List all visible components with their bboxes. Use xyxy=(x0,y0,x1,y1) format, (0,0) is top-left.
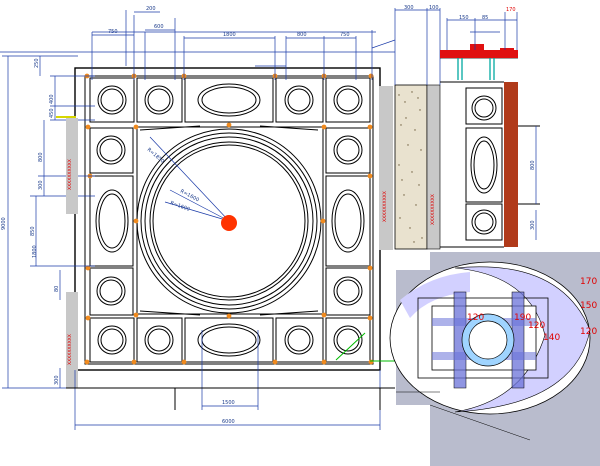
side-dim-5: 800 xyxy=(38,152,44,162)
strip-label-2: XXXXXXXXXX xyxy=(67,334,73,365)
coffer-circle xyxy=(333,85,363,115)
dome-ring xyxy=(152,144,306,298)
section-label-1: 170 xyxy=(580,277,597,287)
panel-right-1 xyxy=(325,127,371,174)
panel-left-1 xyxy=(89,127,134,174)
right-dim-5: 170 xyxy=(506,7,516,13)
center-light-dot xyxy=(221,215,237,231)
bottom-dimension-lines xyxy=(74,330,381,430)
right-elevation: 150 85 170 800 300 xyxy=(440,7,540,248)
section-label-5: 190 xyxy=(514,313,531,323)
coffer-oval xyxy=(95,189,129,253)
side-dim-8: 1800 xyxy=(32,245,38,258)
panel-left-2 xyxy=(89,175,134,267)
coffer-circle xyxy=(333,276,363,306)
coffer-circle xyxy=(97,325,127,355)
side-dim-total: 9000 xyxy=(1,217,7,230)
panel-top-2 xyxy=(136,77,183,123)
coffer-circle xyxy=(333,135,363,165)
top-dim-1: 200 xyxy=(146,6,156,12)
panel-bottom-5 xyxy=(325,317,371,363)
section-strip: XXXXXXXXXX xyxy=(394,84,441,250)
gray-strip xyxy=(379,86,393,250)
coffer-circle xyxy=(144,325,174,355)
right-dim-3: 150 xyxy=(459,15,469,21)
panel-left-3 xyxy=(89,267,134,316)
side-dim-3: 400 xyxy=(49,94,55,104)
coffer-circle xyxy=(284,325,314,355)
radius-label-2: R=1600 xyxy=(179,188,200,203)
panel-bottom-4 xyxy=(275,317,324,363)
bottom-dim-1: 1500 xyxy=(222,400,235,406)
bottom-dim-2: 6000 xyxy=(222,419,235,425)
coffer-circle xyxy=(333,325,363,355)
top-dimension-lines xyxy=(0,10,396,80)
section-dims xyxy=(394,8,441,85)
panel-top-3 xyxy=(184,77,274,123)
right-dim-2: 100 xyxy=(429,5,439,11)
radius-leaders xyxy=(149,136,230,222)
side-dim-6: 300 xyxy=(38,180,44,190)
right-dim-1: 300 xyxy=(404,5,414,11)
side-dim-2: 250 xyxy=(34,58,40,68)
top-dim-2: 750 xyxy=(108,29,118,35)
radius-label-3: R=1600 xyxy=(169,200,190,213)
panel-right-3 xyxy=(325,267,371,316)
dome-ring xyxy=(149,141,309,301)
gray-strip xyxy=(66,292,78,388)
side-dim-4: 450 xyxy=(49,108,55,118)
coffer-circle xyxy=(96,276,126,306)
detail-section xyxy=(389,252,600,466)
panel-bottom-2 xyxy=(136,317,183,363)
coffer-circle xyxy=(144,85,174,115)
strip-label-4: XXXXXXXXXX xyxy=(430,194,436,225)
right-dim-6: 800 xyxy=(530,160,536,170)
coffer-circle xyxy=(97,85,127,115)
left-dimension-lines xyxy=(2,55,95,389)
panel-bottom-1 xyxy=(89,317,135,363)
coffer-circle xyxy=(96,135,126,165)
coffer-oval xyxy=(331,189,365,253)
side-dim-10: 300 xyxy=(54,375,60,385)
coffer-oval xyxy=(197,323,261,357)
panel-top-4 xyxy=(275,77,324,123)
right-dim-4: 85 xyxy=(482,15,488,21)
panel-top-1 xyxy=(89,77,135,123)
section-label-4: 120 xyxy=(467,313,484,323)
section-label-3: 120 xyxy=(580,327,597,337)
side-dim-9: 80 xyxy=(54,286,60,292)
top-dim-4: 1800 xyxy=(223,32,236,38)
section-label-7: 140 xyxy=(543,333,560,343)
top-dim-3: 600 xyxy=(154,24,164,30)
top-dim-5: 800 xyxy=(297,32,307,38)
top-dim-6: 750 xyxy=(340,32,350,38)
plan-inner-frame xyxy=(84,75,374,365)
coffer-circle xyxy=(284,85,314,115)
panel-right-2 xyxy=(325,175,371,267)
dome-ring xyxy=(140,132,318,310)
right-dim-7: 300 xyxy=(530,220,536,230)
green-leader xyxy=(335,332,366,361)
gray-strip xyxy=(66,118,78,214)
section-label-2: 150 xyxy=(580,301,597,311)
section-label-6: 120 xyxy=(528,321,545,331)
dome-ring xyxy=(144,136,314,306)
side-dim-7: 850 xyxy=(30,226,36,236)
strip-label-1: XXXXXXXXXX xyxy=(67,159,73,190)
panel-top-5 xyxy=(325,77,371,123)
bottom-structure xyxy=(66,387,395,410)
coffer-oval xyxy=(197,83,261,117)
strip-label-3: XXXXXXXXXX xyxy=(382,191,388,222)
